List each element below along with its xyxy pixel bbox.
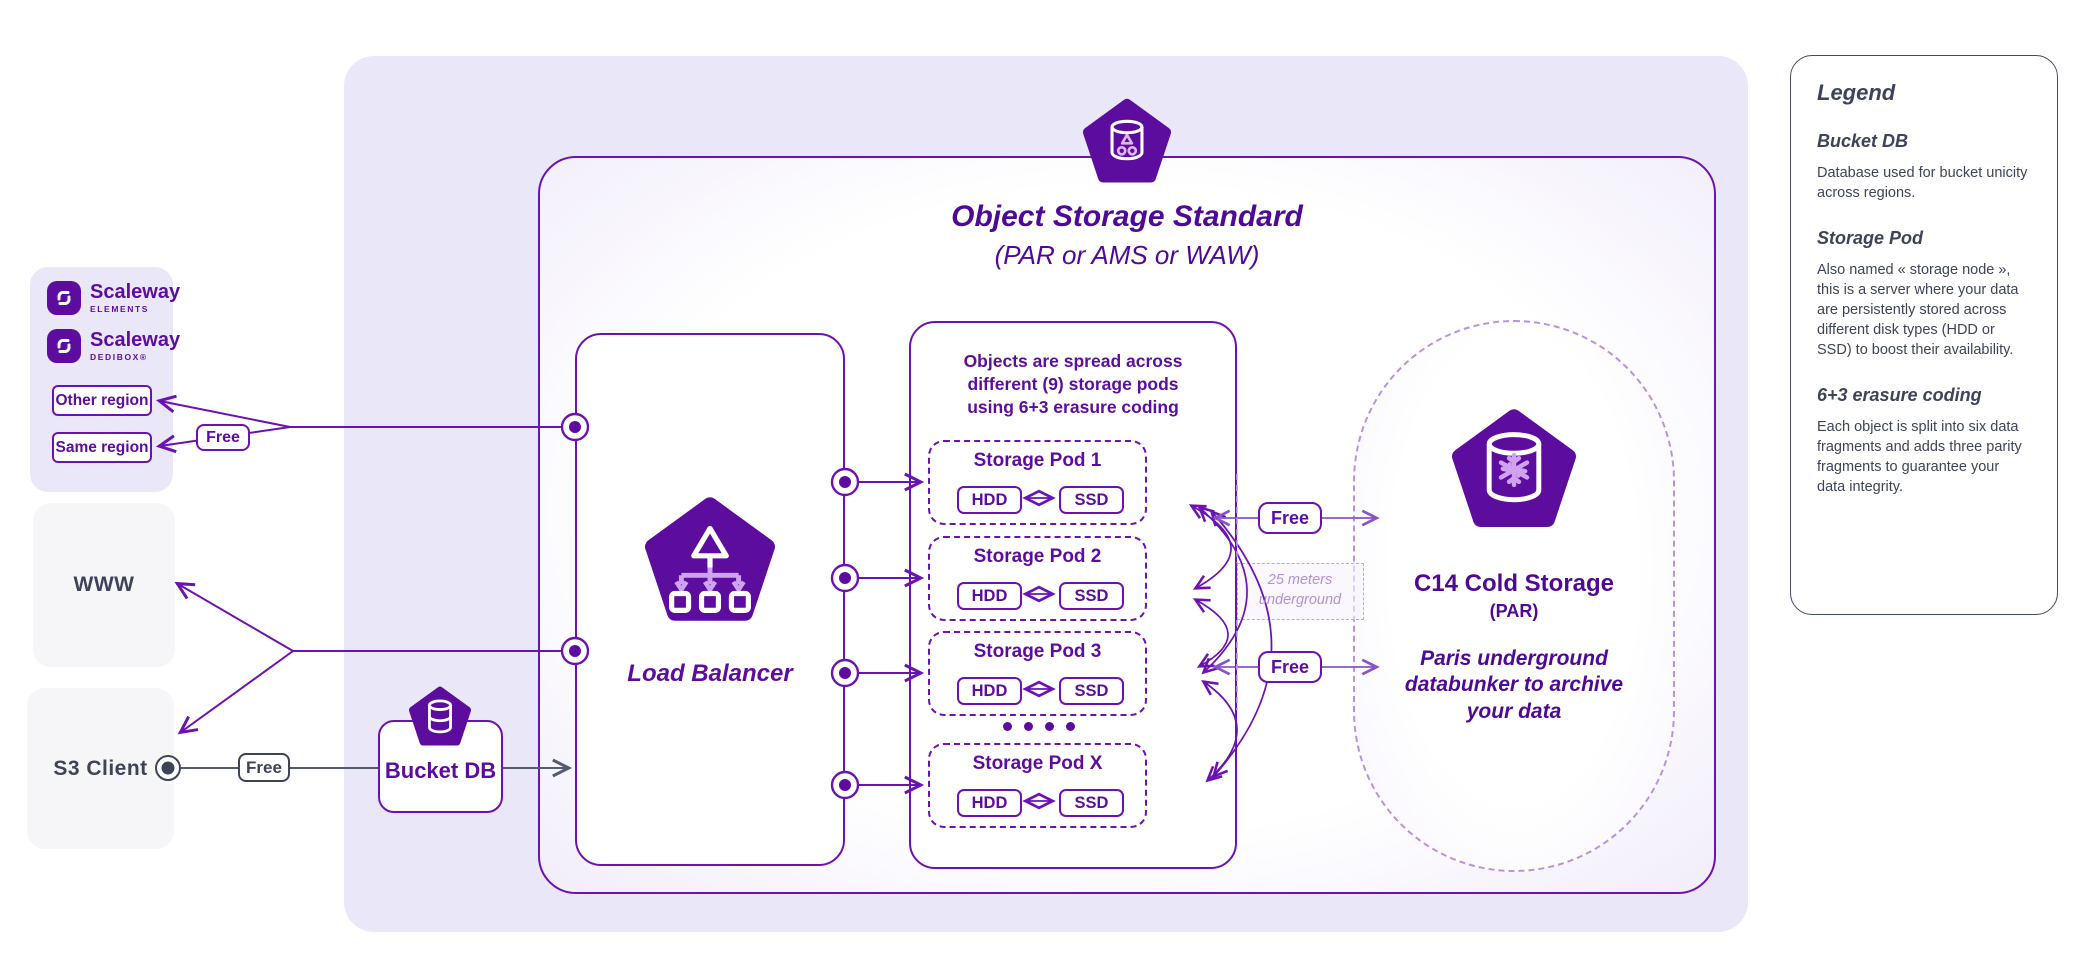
tunnel-depth-note: 25 meters underground <box>1258 572 1342 608</box>
storage-pod-3: Storage Pod 3 HDD SSD <box>928 631 1147 716</box>
storage-pod-2: Storage Pod 2 HDD SSD <box>928 536 1147 621</box>
storage-pod-x: Storage Pod X HDD SSD <box>928 743 1147 828</box>
c14-description: Paris underground databunker to archive … <box>1404 647 1624 723</box>
storage-pod-1: Storage Pod 1 HDD SSD <box>928 440 1147 525</box>
ssd-disk: SSD <box>1059 789 1124 817</box>
c14-cold-storage-pentagon-icon <box>1452 408 1576 532</box>
storage-pod-title: Storage Pod 3 <box>973 641 1102 662</box>
diagram-title: Object Storage Standard <box>951 200 1303 233</box>
legend-term-storage-pod: Storage Pod <box>1817 228 1924 248</box>
bucket-db-label: Bucket DB <box>384 758 497 783</box>
bucket-db-pentagon-icon <box>409 686 471 748</box>
logo-brand-text: Scaleway <box>90 329 181 351</box>
scaleway-elements-logo: Scaleway ELEMENTS <box>47 281 180 315</box>
legend-title: Legend <box>1817 80 1896 105</box>
object-storage-pentagon-icon <box>1083 98 1171 186</box>
storage-pod-title: Storage Pod 2 <box>973 546 1102 567</box>
pods-header-note: Objects are spread across different (9) … <box>963 351 1183 417</box>
hdd-disk: HDD <box>957 789 1022 817</box>
ssd-disk: SSD <box>1059 677 1124 705</box>
legend-term-erasure-coding: 6+3 erasure coding <box>1817 385 1982 405</box>
logo-sub-text: DEDIBOX® <box>90 352 148 362</box>
legend-definition: Each object is split into six data fragm… <box>1817 419 2022 495</box>
load-balancer-label: Load Balancer <box>627 660 793 687</box>
snowflake-icon <box>1498 452 1530 488</box>
storage-pod-title: Storage Pod 1 <box>973 450 1102 471</box>
other-region-box: Other region <box>52 385 152 416</box>
diagram-subtitle: (PAR or AMS or WAW) <box>994 240 1260 270</box>
legend-definition: Also named « storage node », this is a s… <box>1817 262 2019 358</box>
pods-ellipsis <box>989 722 1089 731</box>
s3-client-box: S3 Client <box>27 688 174 849</box>
regions-free-badge: Free <box>196 424 250 451</box>
cold-storage-free-badge-bottom: Free <box>1258 651 1322 683</box>
hdd-disk: HDD <box>957 486 1022 514</box>
hdd-disk: HDD <box>957 582 1022 610</box>
logo-brand-text: Scaleway <box>90 281 181 303</box>
load-balancer-pentagon-icon <box>645 496 775 626</box>
ssd-disk: SSD <box>1059 582 1124 610</box>
c14-cold-storage-title: C14 Cold Storage <box>1413 570 1615 597</box>
scaleway-logo-icon <box>47 281 81 315</box>
legend-panel: Legend Bucket DB Database used for bucke… <box>1790 55 2058 615</box>
legend-definition: Database used for bucket unicity across … <box>1817 165 2028 201</box>
cold-storage-free-badge-top: Free <box>1258 502 1322 534</box>
scaleway-dedibox-logo: Scaleway DEDIBOX® <box>47 329 180 363</box>
ssd-disk: SSD <box>1059 486 1124 514</box>
s3-client-label: S3 Client <box>53 756 148 780</box>
logo-sub-text: ELEMENTS <box>90 304 150 314</box>
legend-term-bucket-db: Bucket DB <box>1817 131 1909 151</box>
www-box: WWW <box>33 503 175 667</box>
storage-pod-title: Storage Pod X <box>972 753 1103 774</box>
www-label: WWW <box>73 573 135 596</box>
c14-region-label: (PAR) <box>1489 601 1539 621</box>
s3-free-badge: Free <box>238 753 290 782</box>
hdd-disk: HDD <box>957 677 1022 705</box>
same-region-box: Same region <box>52 432 152 463</box>
scaleway-logo-icon <box>47 329 81 363</box>
